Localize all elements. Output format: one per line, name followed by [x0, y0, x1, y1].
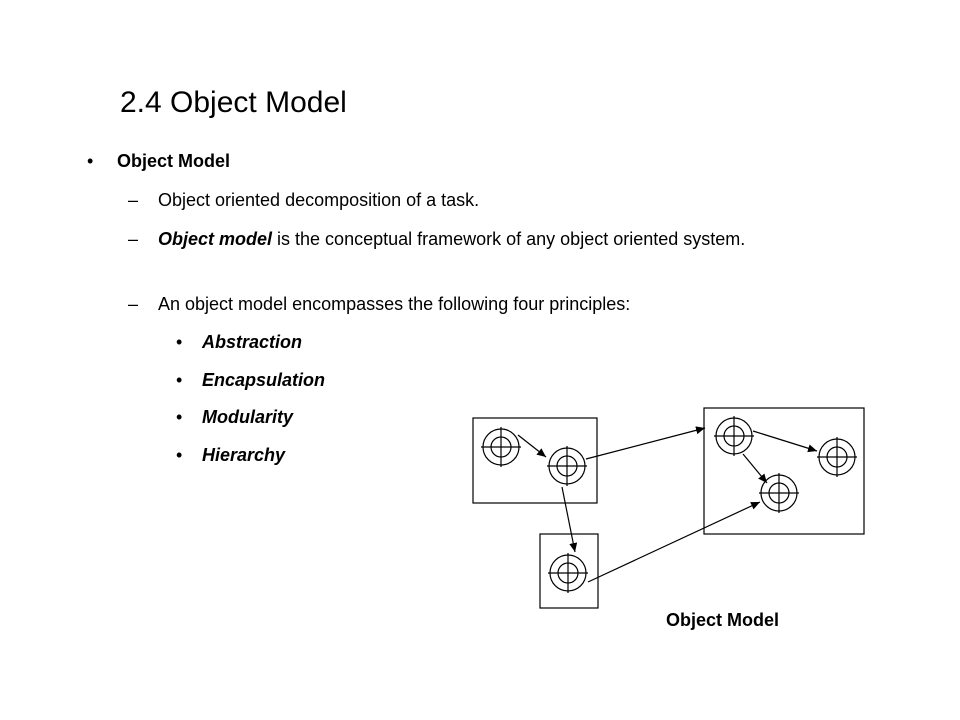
- principle-abstraction-text: Abstraction: [202, 332, 303, 352]
- bullet-marker: •: [87, 151, 94, 171]
- object-node: [817, 437, 857, 477]
- bullet-marker: •: [176, 407, 183, 427]
- sub-item-principles: – An object model encompasses the follow…: [128, 291, 858, 317]
- sub-item-decomposition: – Object oriented decomposition of a tas…: [128, 187, 858, 213]
- bullet-marker: •: [176, 370, 183, 390]
- emphasis-object-model: Object model: [158, 229, 273, 249]
- dash-marker: –: [128, 294, 139, 314]
- dash-marker: –: [128, 229, 139, 249]
- principle-hierarchy-text: Hierarchy: [202, 445, 286, 465]
- bullet-object-model: • Object Model: [87, 148, 231, 174]
- slide-title: 2.4 Object Model: [120, 86, 347, 119]
- principle-encapsulation-text: Encapsulation: [202, 370, 326, 390]
- sub-item-decomposition-text: Object oriented decomposition of a task.: [158, 190, 480, 210]
- message-arrow: [561, 486, 578, 553]
- module-box-bottom: [539, 533, 599, 609]
- principle-modularity: • Modularity: [176, 404, 294, 430]
- bullet-marker: •: [176, 445, 183, 465]
- message-arrow: [585, 426, 706, 460]
- bullet-marker: •: [176, 332, 183, 352]
- object-node: [714, 416, 754, 456]
- message-arrow: [752, 430, 818, 453]
- object-node: [547, 446, 587, 486]
- sub-item-principles-text: An object model encompasses the followin…: [158, 294, 631, 314]
- bullet-object-model-text: Object Model: [117, 151, 231, 171]
- principle-abstraction: • Abstraction: [176, 329, 303, 355]
- module-box-right: [703, 407, 865, 535]
- object-node: [548, 553, 588, 593]
- message-arrow: [742, 453, 768, 484]
- diagram-caption: Object Model: [666, 610, 780, 630]
- principle-modularity-text: Modularity: [202, 407, 294, 427]
- principle-hierarchy: • Hierarchy: [176, 442, 286, 468]
- principle-encapsulation: • Encapsulation: [176, 367, 326, 393]
- message-arrow: [587, 501, 761, 583]
- sub-item-framework-text: is the conceptual framework of any objec…: [272, 229, 746, 249]
- dash-marker: –: [128, 190, 139, 210]
- object-node: [481, 427, 521, 467]
- module-box-left: [472, 417, 598, 504]
- object-node: [759, 473, 799, 513]
- sub-item-framework: – Object model is the conceptual framewo…: [128, 226, 858, 252]
- message-arrow: [517, 434, 547, 458]
